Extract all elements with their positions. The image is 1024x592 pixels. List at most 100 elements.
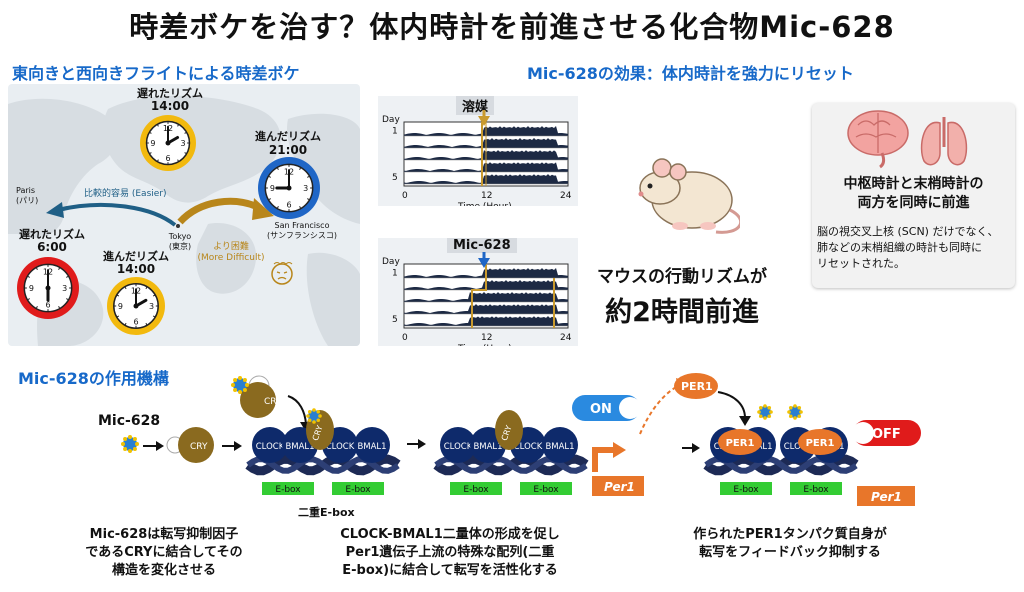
- bmal1-text: BMAL1: [545, 442, 574, 452]
- mic628-label: Mic-628: [98, 413, 161, 429]
- clock-tick: [307, 176, 310, 178]
- on-knob: [619, 397, 641, 419]
- mic628-atom: [797, 414, 802, 419]
- mic628-molecule: [233, 378, 247, 392]
- mic628-atom: [123, 446, 128, 451]
- mic628-atom: [245, 383, 249, 387]
- mic628-atom: [316, 418, 321, 423]
- city-paris: Paris(パリ): [16, 186, 39, 205]
- clock-tick: [177, 159, 179, 162]
- ebox: [720, 482, 772, 495]
- actogram-ylabel: Day: [382, 257, 400, 267]
- per1-bound-text: PER1: [726, 438, 755, 449]
- tired-face-icon: [271, 262, 293, 285]
- mic628-atom: [769, 410, 773, 414]
- mic628-atom: [238, 390, 242, 394]
- clock-numeral: 6: [45, 301, 50, 310]
- mic628-atom: [757, 410, 761, 414]
- mic628-atom: [242, 387, 247, 392]
- mic-cry-top: CRY: [231, 375, 282, 418]
- mic628-atom: [787, 410, 791, 414]
- on-text: ON: [590, 402, 612, 417]
- cry-bound-circle: [495, 410, 523, 450]
- mic628-atom: [758, 414, 763, 419]
- actogram-activity-row: [404, 292, 568, 302]
- per1-dashed-arrow: [639, 384, 681, 435]
- ebox-text: E-box: [733, 485, 759, 495]
- per1-gene-box-1: [592, 476, 644, 496]
- arrow-per1-down: [717, 391, 746, 419]
- mic628-atom: [306, 414, 310, 418]
- mic628-atom: [763, 404, 767, 408]
- ebox: [790, 482, 842, 495]
- clock-bottom-label: 進んだリズム: [103, 250, 169, 263]
- ebox: [520, 482, 572, 495]
- ebox-text: E-box: [463, 485, 489, 495]
- effect-section-heading: Mic-628の効果：体内時計を強力にリセット: [527, 64, 854, 83]
- mic628-atom: [121, 442, 125, 446]
- actogram-ylabel: Day: [382, 115, 400, 125]
- clock-text: CLOCK: [256, 442, 285, 452]
- clock-numeral: 9: [150, 139, 155, 148]
- west-arrow-label: 比較的容易 (Easier): [84, 189, 167, 199]
- central-peripheral-card: [812, 103, 1015, 288]
- arrow-per1-down-head: [739, 416, 751, 426]
- per1-gene-text-2: Per1: [871, 490, 902, 504]
- east-arrow-head: [252, 198, 274, 220]
- clock-numeral: 3: [149, 302, 154, 311]
- clock-left-label: 遅れたリズム: [19, 228, 85, 241]
- bmal1-protein: [354, 427, 390, 463]
- mic628-atom: [128, 435, 132, 439]
- left-section-heading: 東向きと西向きフライトによる時差ボケ: [12, 64, 300, 83]
- clock-right-label: 進んだリズム: [255, 130, 321, 143]
- cry-top-circle: [240, 382, 276, 418]
- page-title: 時差ボケを治す？体内時計を前進させる化合物Mic-628: [129, 10, 895, 44]
- mic628-bound: [787, 404, 803, 420]
- arrow-mic-cry-head: [156, 441, 164, 451]
- actogram-activity-row: [404, 316, 568, 326]
- card-title: 中枢時計と末梢時計の両方を同時に前進: [843, 176, 984, 211]
- mic628-atom: [797, 405, 802, 410]
- mic628-atom: [758, 405, 763, 410]
- mic628-atom: [312, 408, 316, 412]
- mic628-bound: [306, 408, 322, 424]
- clock-right-icon: 12369: [258, 157, 320, 219]
- clock-numeral: 3: [303, 184, 308, 193]
- west-arrow-head: [46, 202, 64, 218]
- clock-tick: [268, 198, 271, 200]
- mic628-bound: [757, 404, 773, 420]
- per1-bound-ellipse: [798, 429, 842, 455]
- bmal1-protein: [542, 427, 578, 463]
- mic628-atom: [793, 416, 797, 420]
- clock-tick: [157, 159, 159, 162]
- per1-gene-arrow-head: [613, 442, 626, 458]
- cry-top-text: CRY: [264, 397, 282, 407]
- actogram-activity-row: [404, 304, 568, 314]
- clock-tick: [149, 152, 152, 154]
- brain-icon: [847, 110, 909, 169]
- clock-center: [45, 285, 51, 291]
- mic628-atom: [793, 404, 797, 408]
- desc-3: 作られたPER1タンパク質自身が転写をフィードバック抑制する: [693, 527, 887, 560]
- mic628-atom: [307, 409, 312, 414]
- dna-strand: [704, 456, 858, 474]
- mic628-atom: [135, 442, 139, 446]
- actogram-xtick: 24: [560, 191, 572, 201]
- clock-numeral: 9: [118, 302, 123, 311]
- result-line2: 約2時間前進: [605, 297, 759, 328]
- clock-tick: [152, 315, 155, 318]
- mic628-atom: [318, 414, 322, 418]
- ebox-text: E-box: [345, 485, 371, 495]
- actogram-xtick: 12: [481, 191, 492, 201]
- clock-text: CLOCK: [514, 442, 543, 452]
- city-tokyo: Tokyo(東京): [168, 232, 192, 251]
- per1-free-text: PER1: [681, 380, 713, 393]
- mic628-atom: [799, 410, 803, 414]
- per1-gene-text-1: Per1: [604, 480, 635, 494]
- clock-left-time: 6:00: [37, 240, 67, 254]
- bmal1-text: BMAL1: [357, 442, 386, 452]
- clock-top-label: 遅れたリズム: [137, 87, 203, 100]
